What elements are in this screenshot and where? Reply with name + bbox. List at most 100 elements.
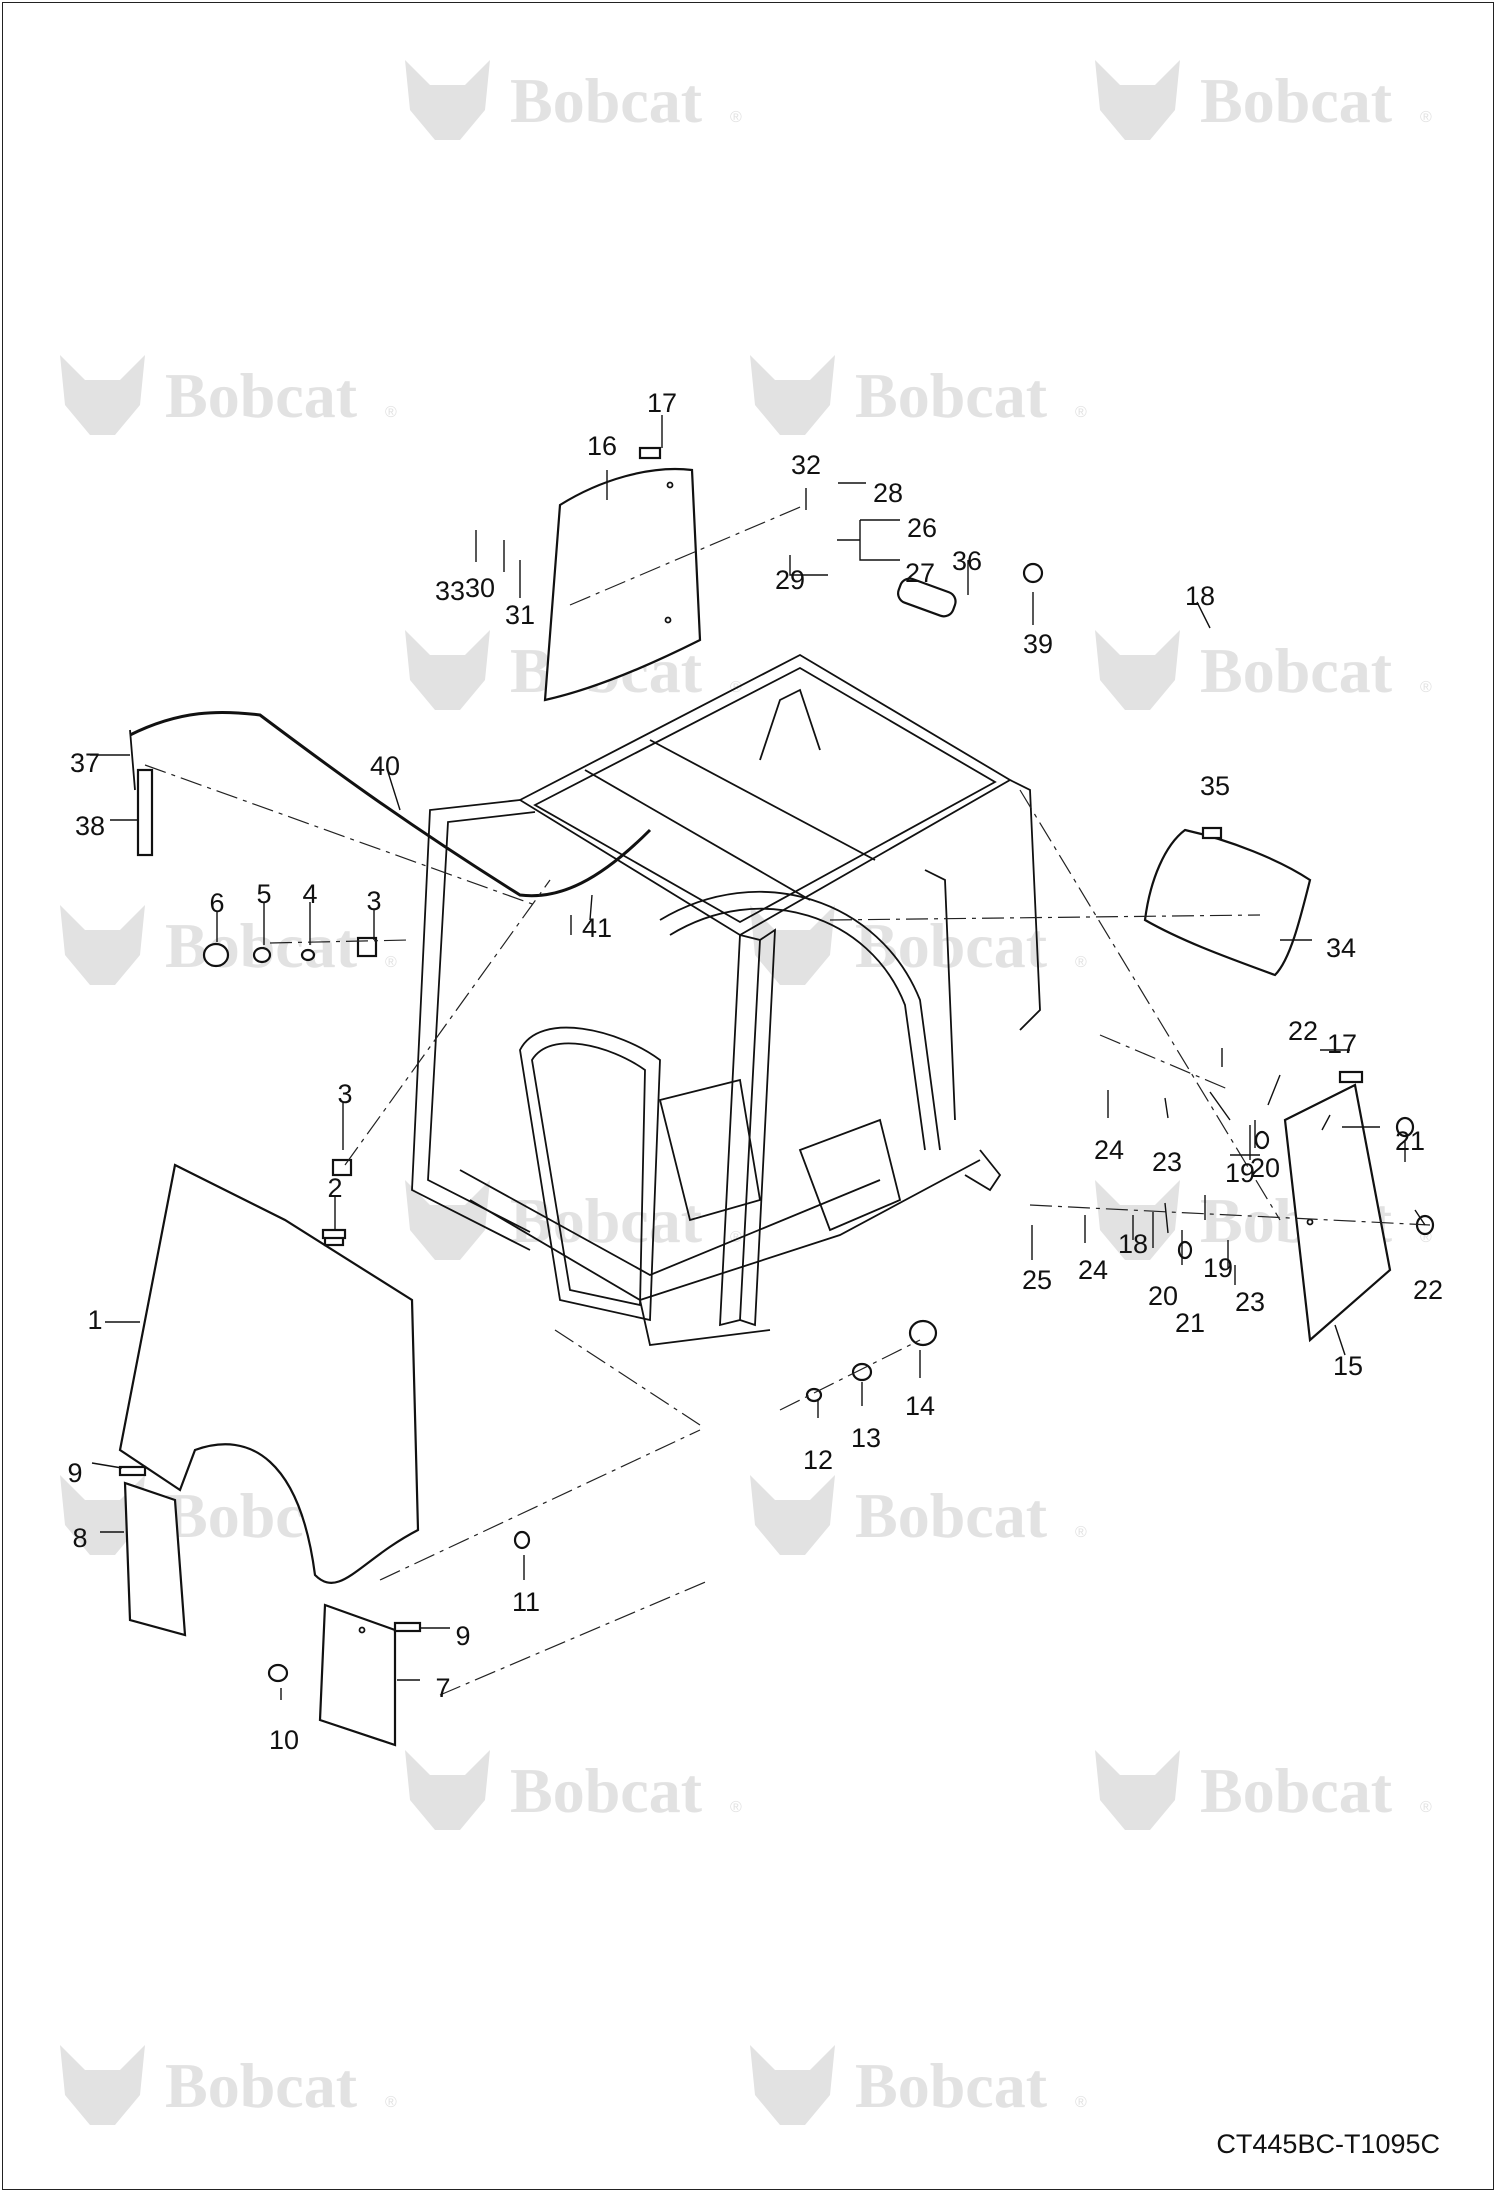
callout-label-38: 38 (75, 811, 105, 841)
watermark-text: Bobcat (855, 1480, 1048, 1551)
callout-label-37: 37 (70, 748, 100, 778)
callout-label-3: 3 (366, 886, 381, 916)
watermark-registered-mark: ® (1420, 679, 1432, 696)
callout-label-9: 9 (67, 1458, 82, 1488)
callout-label-31: 31 (505, 600, 535, 630)
callout-label-41: 41 (582, 913, 612, 943)
watermark-text: Bobcat (510, 65, 703, 136)
callout-label-1: 1 (87, 1305, 102, 1335)
callout-labels: 1233456789910111213141516171718181919202… (67, 388, 1443, 1755)
callout-label-19: 19 (1203, 1253, 1233, 1283)
alignment-lines (144, 504, 1431, 1696)
callout-label-22: 22 (1288, 1016, 1318, 1046)
part-bracket-36-37 (129, 729, 154, 857)
watermark-logo: Bobcat ® (405, 1750, 742, 1830)
watermark-registered-mark: ® (1075, 954, 1087, 971)
watermark-text: Bobcat (855, 2050, 1048, 2121)
callout-label-11: 11 (512, 1587, 540, 1617)
watermark-text: Bobcat (165, 2050, 358, 2121)
watermark-registered-mark: ® (1075, 404, 1087, 421)
watermark-text: Bobcat (855, 910, 1048, 981)
watermark-logo: Bobcat ® (1095, 60, 1432, 140)
watermark-text: Bobcat (510, 1755, 703, 1826)
callout-label-23: 23 (1152, 1147, 1182, 1177)
callout-label-6: 6 (209, 888, 224, 918)
part-small-hardware (118, 446, 1435, 1683)
watermark-text: Bobcat (165, 360, 358, 431)
callout-label-4: 4 (302, 879, 317, 909)
watermark-registered-mark: ® (385, 404, 397, 421)
callout-label-16: 16 (587, 431, 617, 461)
callout-label-17: 17 (1327, 1029, 1357, 1059)
watermark-text: Bobcat (1200, 635, 1393, 706)
part-glass-lower-8 (123, 1481, 187, 1637)
callout-label-19: 19 (1225, 1158, 1255, 1188)
leader-lines (90, 415, 1426, 1700)
watermark-logo: Bobcat ® (750, 1475, 1087, 1555)
callout-label-20: 20 (1250, 1153, 1280, 1183)
callout-label-23: 23 (1235, 1287, 1265, 1317)
callout-label-30: 30 (465, 573, 495, 603)
callout-label-32: 32 (791, 450, 821, 480)
callout-label-18: 18 (1118, 1229, 1148, 1259)
part-glass-rear-15 (1283, 1083, 1392, 1343)
callout-label-17: 17 (647, 388, 677, 418)
watermark-text: Bobcat (510, 1185, 703, 1256)
watermark-text: Bobcat (855, 360, 1048, 431)
callout-label-10: 10 (269, 1725, 299, 1755)
callout-label-24: 24 (1078, 1255, 1108, 1285)
callout-label-5: 5 (256, 879, 271, 909)
watermark-registered-mark: ® (1420, 109, 1432, 126)
watermark-registered-mark: ® (385, 2094, 397, 2111)
document-code: CT445BC-T1095C (1216, 2129, 1440, 2159)
callout-label-12: 12 (803, 1445, 833, 1475)
part-wiper-cable-39 (129, 710, 652, 898)
watermark-registered-mark: ® (385, 954, 397, 971)
watermark-logo: Bobcat ® (405, 60, 742, 140)
watermark-text: Bobcat (165, 910, 358, 981)
watermark-registered-mark: ® (1075, 2094, 1087, 2111)
callout-label-21: 21 (1395, 1126, 1425, 1156)
callout-label-26: 26 (907, 513, 937, 543)
callout-label-40: 40 (370, 751, 400, 781)
watermark-logo: Bobcat® (1095, 1750, 1432, 1830)
part-glass-front-1 (118, 1163, 420, 1584)
watermark-registered-mark: ® (730, 109, 742, 126)
watermark-registered-mark: ® (1075, 1524, 1087, 1541)
callout-label-28: 28 (873, 478, 903, 508)
callout-label-33: 33 (435, 576, 465, 606)
callout-label-15: 15 (1333, 1351, 1363, 1381)
callout-label-14: 14 (905, 1391, 935, 1421)
callout-label-13: 13 (851, 1423, 881, 1453)
part-glass-upper-16 (543, 468, 702, 702)
watermark-layer: Bobcat ® Bobcat ® Bobcat ® Bobcat ® Bobcat ® Bobca… (60, 60, 1432, 2125)
callout-label-8: 8 (72, 1523, 87, 1553)
watermark-registered-mark: ® (730, 1229, 742, 1246)
watermark-logo: Bobcat ® (60, 2045, 397, 2125)
watermark-logo: Bobcat ® (1095, 630, 1432, 710)
callout-label-22: 22 (1413, 1275, 1443, 1305)
callout-label-34: 34 (1326, 933, 1356, 963)
callout-label-3: 3 (337, 1079, 352, 1109)
watermark-logo: Bobcat ® (60, 905, 397, 985)
watermark-logo: Bobcat ® (405, 1180, 742, 1260)
callout-label-36: 36 (952, 546, 982, 576)
callout-label-20: 20 (1148, 1281, 1178, 1311)
callout-label-25: 25 (1022, 1265, 1052, 1295)
watermark-logo: Bobcat ® (750, 905, 1087, 985)
callout-label-7: 7 (435, 1673, 450, 1703)
callout-label-21: 21 (1175, 1308, 1205, 1338)
cab-frame (411, 653, 1041, 1346)
callout-label-29: 29 (775, 565, 805, 595)
callout-label-35: 35 (1200, 771, 1230, 801)
watermark-logo: Bobcat ® (750, 355, 1087, 435)
callout-label-27: 27 (905, 558, 935, 588)
watermark-text: Bobcat (1200, 65, 1393, 136)
callout-label-2: 2 (327, 1173, 342, 1203)
part-glass-side-33 (1143, 828, 1312, 977)
part-glass-lower-7 (318, 1603, 397, 1747)
callout-label-24: 24 (1094, 1135, 1124, 1165)
watermark-registered-mark: ® (730, 1799, 742, 1816)
